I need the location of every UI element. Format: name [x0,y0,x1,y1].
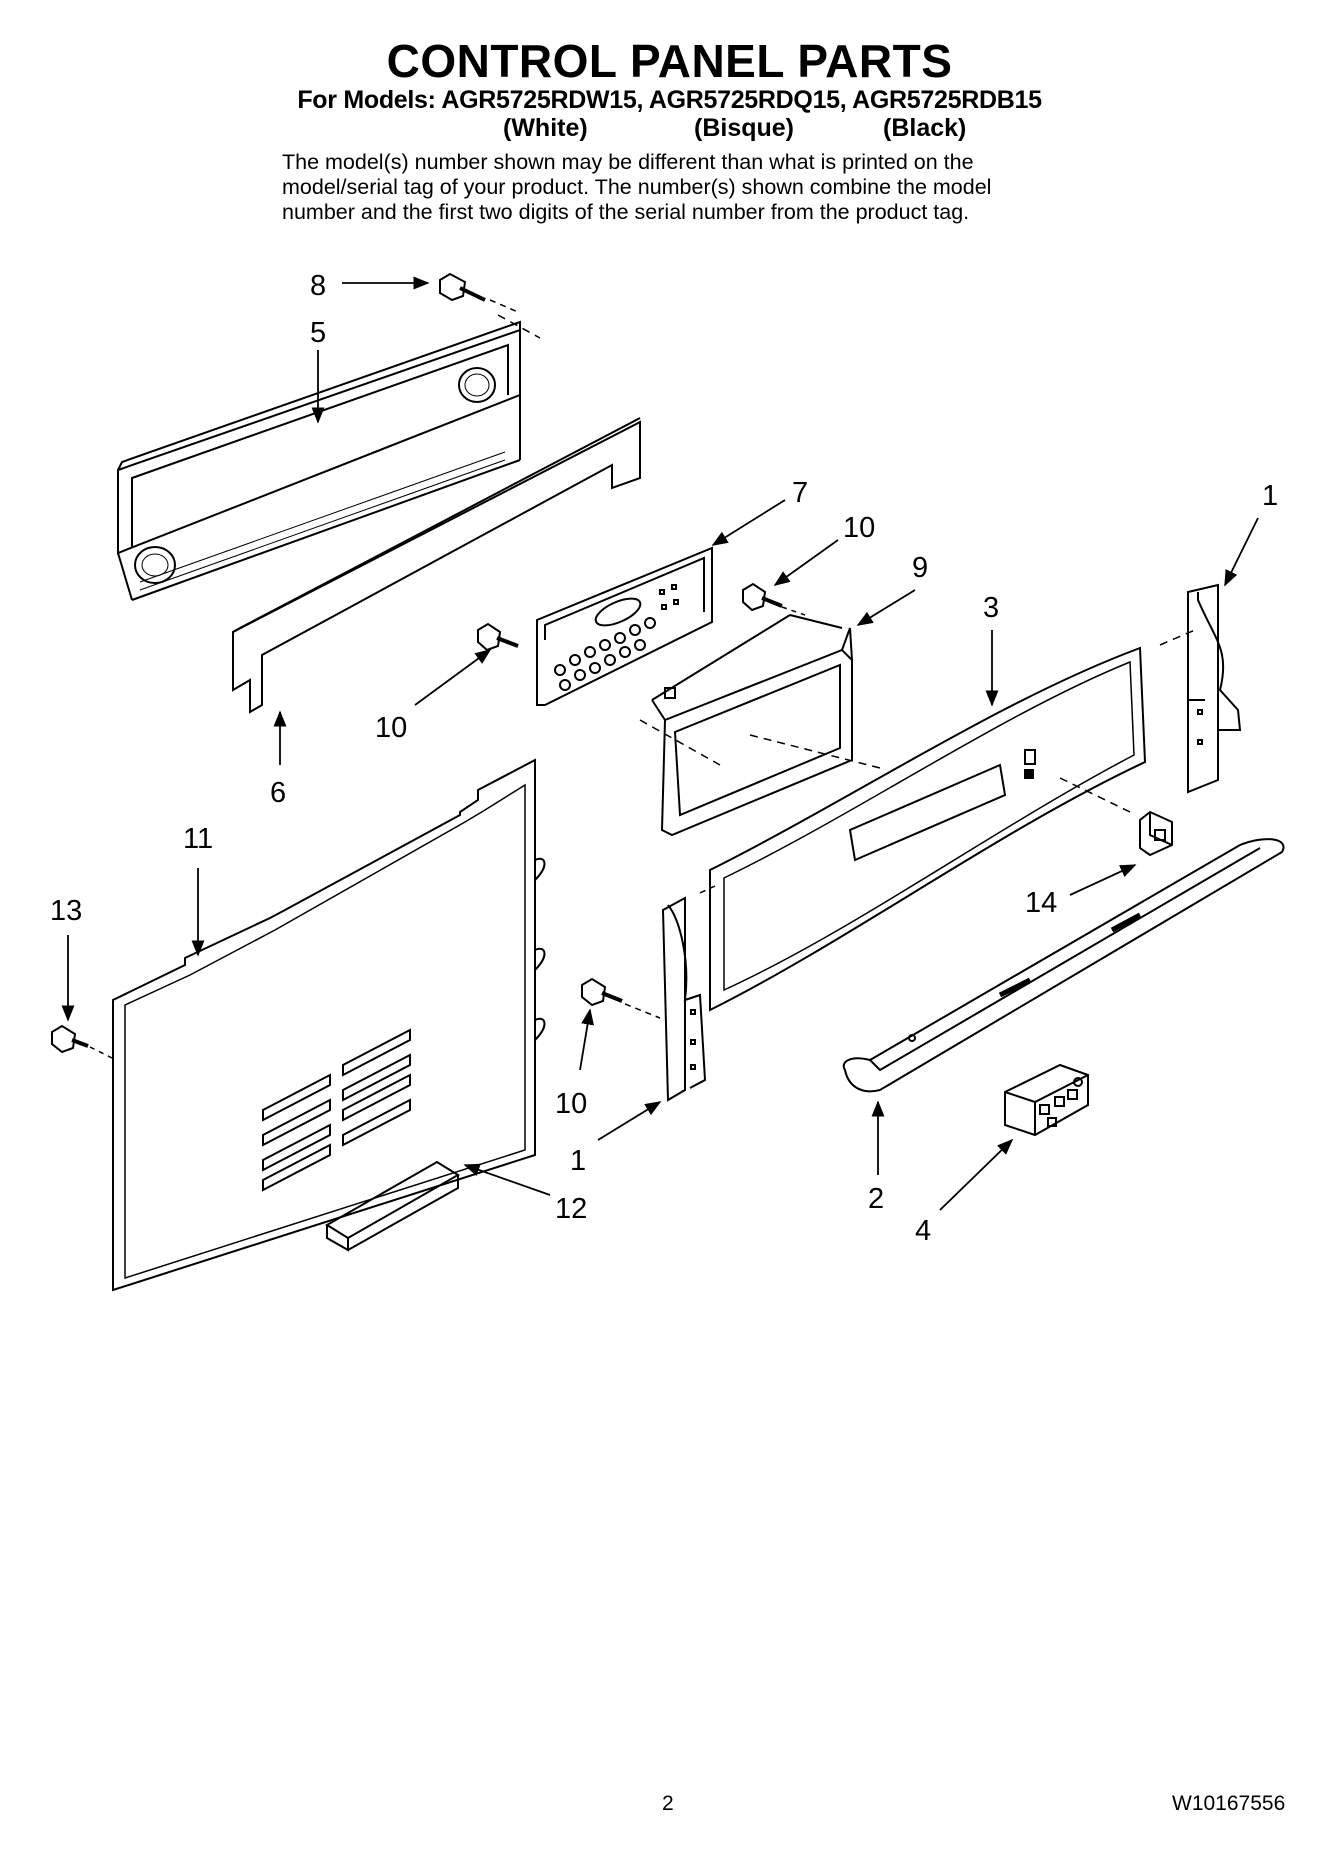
callout-10-left: 10 [375,712,407,744]
callout-12: 12 [555,1193,587,1225]
note-line-3: number and the first two digits of the s… [282,200,970,224]
part-10-screw-right [742,582,806,616]
color-black: (Black) [883,114,967,142]
callout-6: 6 [270,777,286,809]
part-10-screw-left [477,622,519,652]
document-number: W10167556 [1172,1792,1286,1815]
color-bisque: (Bisque) [694,114,794,142]
color-white: (White) [503,114,588,142]
part-7-control-board [536,546,881,769]
callout-8: 8 [310,270,326,302]
callout-10-top: 10 [843,512,875,544]
part-13-screw [51,1024,113,1059]
callout-3: 3 [983,592,999,624]
callout-1-right: 1 [1262,480,1278,512]
callout-10-lower: 10 [555,1088,587,1120]
callout-5: 5 [310,317,326,349]
callout-1-left: 1 [570,1145,586,1177]
part-10-screw-lower [581,977,661,1019]
callout-arrows [61,276,1259,1211]
part-11-cover-panel [112,758,546,1292]
callout-4: 4 [915,1215,931,1247]
page-title: CONTROL PANEL PARTS [386,35,953,87]
callout-2: 2 [868,1183,884,1215]
part-8-screw [439,272,519,313]
part-1-bracket-left [661,885,716,1102]
callout-9: 9 [912,552,928,584]
part-12-strip [325,1160,460,1252]
part-9-bracket [651,614,853,837]
part-5-backguard [117,314,541,601]
part-3-control-panel [709,629,1196,1012]
note-line-2: model/serial tag of your product. The nu… [282,175,992,199]
callout-14: 14 [1025,887,1057,919]
callout-11: 11 [183,823,213,855]
model-note: The model(s) number shown may be differe… [282,150,1102,225]
callout-13: 13 [50,895,82,927]
part-6-trim [232,417,641,714]
note-line-1: The model(s) number shown may be differe… [282,150,974,174]
callout-7: 7 [792,477,808,509]
part-14-switch [1139,810,1173,857]
page-number: 2 [662,1792,674,1815]
part-1-bracket-right [1187,583,1242,794]
part-2-trim-strip [842,838,1285,1093]
models-line: For Models: AGR5725RDW15, AGR5725RDQ15, … [297,86,1042,114]
part-4-connector [1004,1063,1089,1137]
